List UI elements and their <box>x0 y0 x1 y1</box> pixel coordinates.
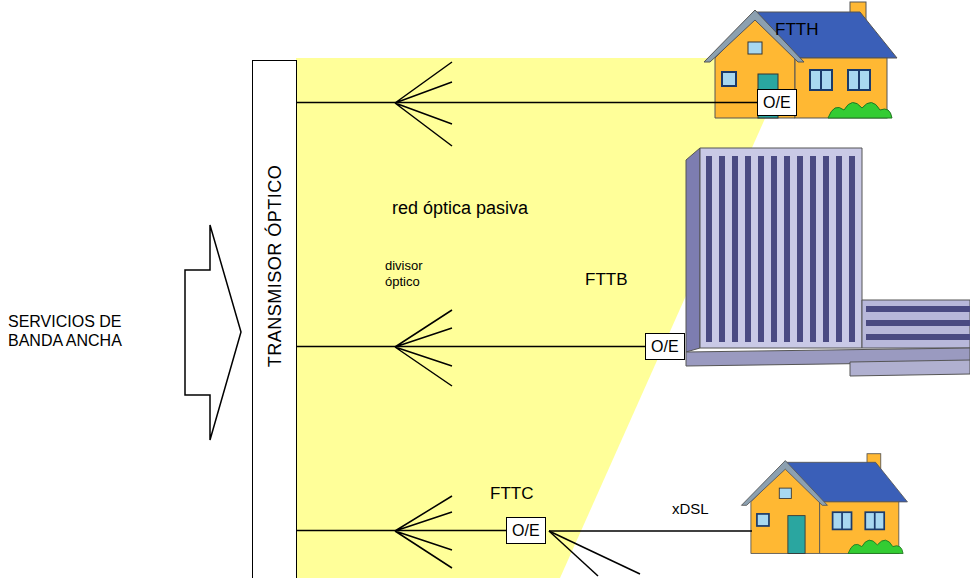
fiber-line <box>297 346 645 348</box>
box-title: TRANSMISOR ÓPTICO <box>265 165 286 368</box>
window-stripe <box>866 334 970 340</box>
window-stripe <box>836 156 842 342</box>
window-stripe <box>866 320 970 326</box>
fiber-line <box>297 530 506 532</box>
input-label: SERVICIOS DE BANDA ANCHA <box>8 313 122 349</box>
window-stripe <box>866 306 970 312</box>
transmitter-box: TRANSMISOR ÓPTICO <box>252 60 297 578</box>
access-type: FTTC <box>490 484 533 503</box>
window-stripe <box>758 156 764 342</box>
converter-box: O/E <box>506 517 546 544</box>
splitter-label: divisor óptico <box>385 258 423 289</box>
window-stripe <box>706 156 712 342</box>
box-label: O/E <box>763 94 791 111</box>
window-stripe <box>771 156 777 342</box>
window-stripe <box>732 156 738 342</box>
box-label: O/E <box>512 522 540 539</box>
window-stripe <box>745 156 751 342</box>
converter-box: O/E <box>757 89 797 116</box>
region-label: red óptica pasiva <box>392 198 528 218</box>
converter-box: O/E <box>645 333 685 360</box>
window-stripe <box>823 156 829 342</box>
window-stripe <box>719 156 725 342</box>
window-stripe <box>849 156 855 342</box>
box-label: O/E <box>651 338 679 355</box>
access-type: FTTB <box>585 270 628 289</box>
fiber-line <box>297 102 757 104</box>
window-stripe <box>810 156 816 342</box>
access-type: FTTH <box>775 20 818 39</box>
link-label: xDSL <box>672 500 709 517</box>
window-stripe <box>797 156 803 342</box>
window-stripe <box>784 156 790 342</box>
